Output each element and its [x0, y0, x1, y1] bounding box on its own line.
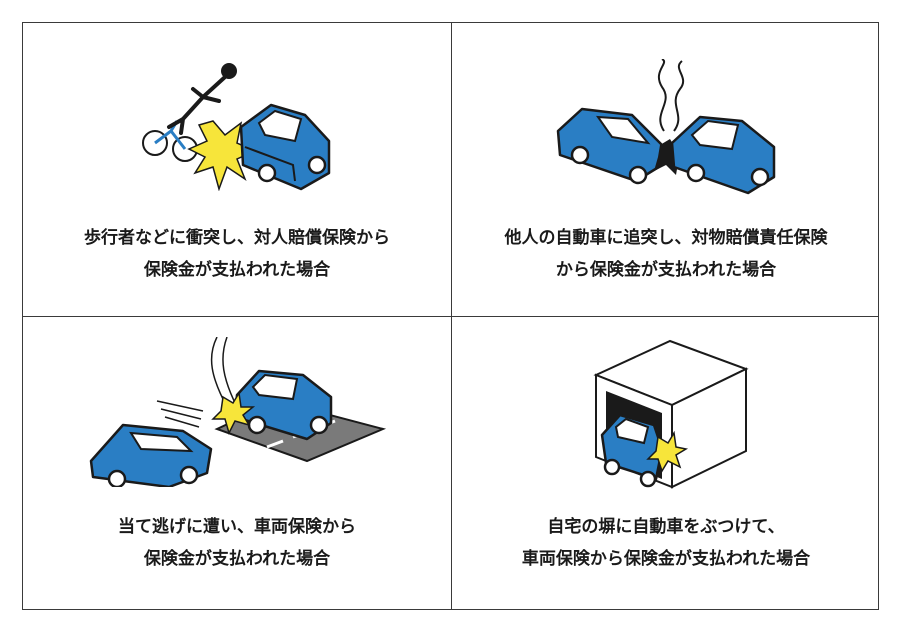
panel-pedestrian: 歩行者などに衝突し、対人賠償保険から 保険金が支払われた場合: [23, 23, 451, 316]
caption-line: から保険金が支払われた場合: [555, 260, 777, 280]
panel-wall: 自宅の塀に自動車をぶつけて、 車両保険から保険金が支払われた場合: [452, 317, 880, 610]
garage-collision-icon: [593, 339, 749, 489]
caption-vehicle: 他人の自動車に追突し、対物賠償責任保険 から保険金が支払われた場合: [452, 222, 880, 286]
horizontal-divider: [23, 316, 878, 317]
caption-line: 歩行者などに衝突し、対人賠償保険から: [84, 228, 390, 248]
panel-hit-and-run: 当て逃げに遭い、車両保険から 保険金が支払われた場合: [23, 317, 451, 610]
caption-hit-and-run: 当て逃げに遭い、車両保険から 保険金が支払われた場合: [23, 511, 451, 575]
hit-and-run-icon: [89, 337, 387, 487]
caption-wall: 自宅の塀に自動車をぶつけて、 車両保険から保険金が支払われた場合: [452, 511, 880, 575]
caption-line: 他人の自動車に追突し、対物賠償責任保険: [504, 228, 828, 248]
caption-line: 自宅の塀に自動車をぶつけて、: [547, 517, 785, 537]
panel-vehicle: 他人の自動車に追突し、対物賠償責任保険 から保険金が支払われた場合: [452, 23, 880, 316]
accident-examples-grid: 歩行者などに衝突し、対人賠償保険から 保険金が支払われた場合 他人の自動車に追突…: [22, 22, 879, 610]
caption-line: 保険金が支払われた場合: [143, 549, 331, 569]
caption-line: 車両保険から保険金が支払われた場合: [521, 549, 811, 569]
cyclist-collision-icon: [142, 63, 331, 191]
caption-line: 当て逃げに遭い、車両保険から: [118, 517, 356, 537]
rear-end-collision-icon: [556, 59, 776, 195]
caption-pedestrian: 歩行者などに衝突し、対人賠償保険から 保険金が支払われた場合: [23, 222, 451, 286]
caption-line: 保険金が支払われた場合: [143, 260, 331, 280]
